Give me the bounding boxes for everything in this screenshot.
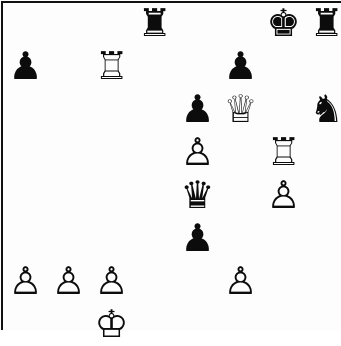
white-pawn-g4[interactable]: ♙ bbox=[262, 174, 305, 217]
black-knight-h6[interactable]: ♞ bbox=[305, 88, 341, 131]
white-pawn-f2[interactable]: ♙ bbox=[219, 260, 262, 303]
black-pawn-e6[interactable]: ♟ bbox=[176, 88, 219, 131]
black-rook-h8[interactable]: ♜ bbox=[305, 2, 341, 45]
white-rook-g5[interactable]: ♖ bbox=[262, 131, 305, 174]
black-pawn-e3[interactable]: ♟ bbox=[176, 217, 219, 260]
white-pawn-a2[interactable]: ♙ bbox=[4, 260, 47, 303]
white-rook-c7[interactable]: ♖ bbox=[90, 45, 133, 88]
black-pawn-a7[interactable]: ♟ bbox=[4, 45, 47, 88]
white-king-c1[interactable]: ♔ bbox=[90, 303, 133, 346]
black-pawn-f7[interactable]: ♟ bbox=[219, 45, 262, 88]
white-pawn-c2[interactable]: ♙ bbox=[90, 260, 133, 303]
white-pawn-b2[interactable]: ♙ bbox=[47, 260, 90, 303]
black-rook-d8[interactable]: ♜ bbox=[133, 2, 176, 45]
black-queen-e4[interactable]: ♛ bbox=[176, 174, 219, 217]
white-pawn-e5[interactable]: ♙ bbox=[176, 131, 219, 174]
white-queen-f6[interactable]: ♕ bbox=[219, 88, 262, 131]
chess-board: ♟♖♜♚♜♟♟♕♞♙♖♛♙♟♙♙♙♙♔ bbox=[0, 0, 341, 331]
black-king-g8[interactable]: ♚ bbox=[262, 2, 305, 45]
